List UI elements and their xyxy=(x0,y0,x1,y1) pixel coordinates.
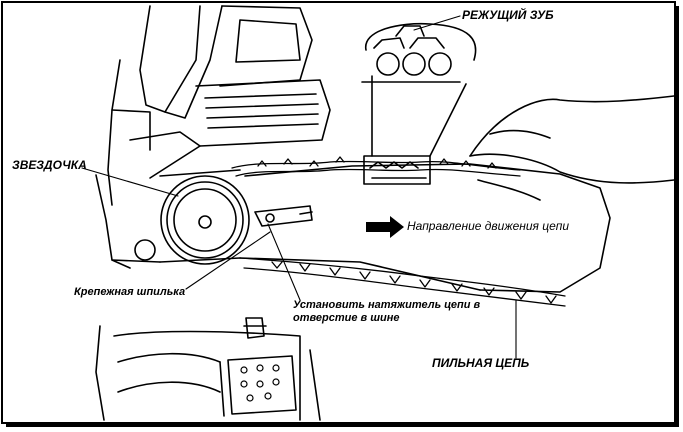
fuel-cap-dots xyxy=(240,364,280,402)
hand-drawing xyxy=(469,95,675,201)
diagram-border xyxy=(1,1,676,424)
lower-chain xyxy=(239,257,566,307)
tensioner-label-line1: Установить натяжитель цепи в xyxy=(293,299,481,311)
sprocket-drawing xyxy=(134,169,250,265)
leader-sprocket xyxy=(81,167,179,197)
leader-mounting-pin xyxy=(185,231,271,290)
mounting-pin-label: Крепежная шпилька xyxy=(74,286,186,298)
right-arrow-icon xyxy=(366,216,404,238)
leader-cutting-tooth xyxy=(413,15,461,31)
tensioner-label: Установить натяжитель цепи в отверстие в… xyxy=(293,299,503,324)
chain-direction-label: Направление движения цепи xyxy=(407,219,570,233)
cutting-tooth-inset xyxy=(361,22,477,185)
bottom-handle xyxy=(95,317,321,421)
tensioner-label-line2: отверстие в шине xyxy=(293,311,400,324)
guide-bar xyxy=(239,163,611,293)
sprocket-label: ЗВЕЗДОЧКА xyxy=(12,158,87,172)
saw-chain-label: ПИЛЬНАЯ ЦЕПЬ xyxy=(432,356,530,370)
leader-lines xyxy=(81,15,517,359)
cutting-tooth-label: РЕЖУЩИЙ ЗУБ xyxy=(462,8,554,22)
leader-tensioner xyxy=(267,223,301,301)
engine-housing xyxy=(95,5,331,269)
